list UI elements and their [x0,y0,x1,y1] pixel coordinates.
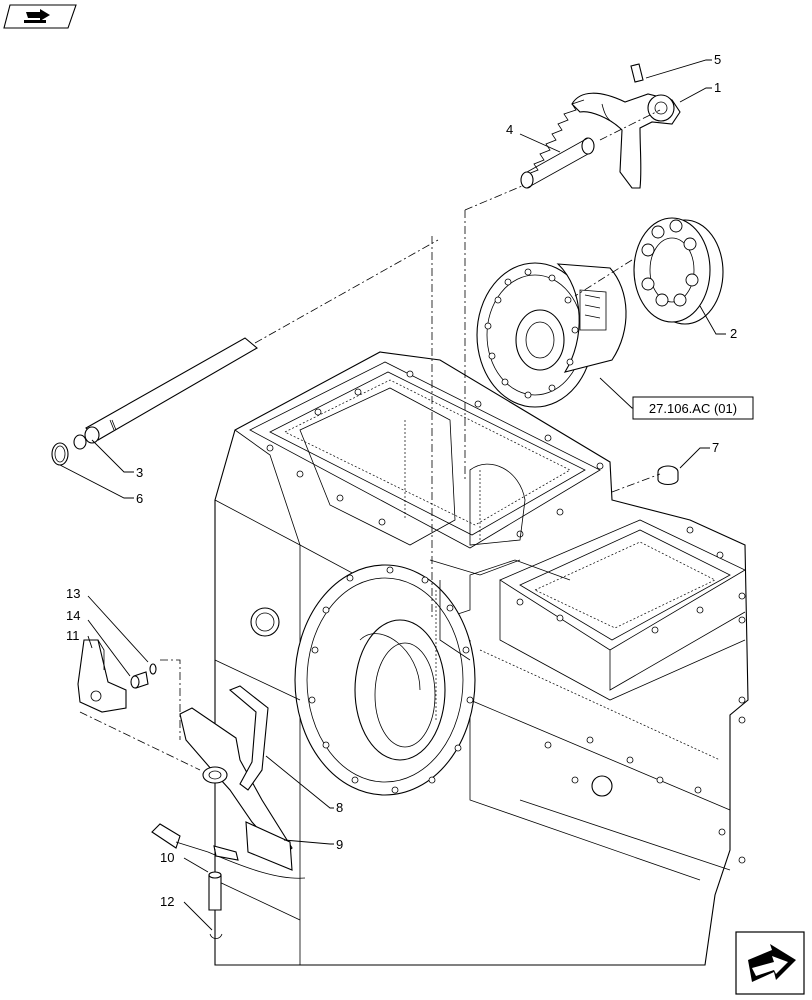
callout-5: 5 [714,52,721,67]
o-ring [51,442,69,466]
control-cable [151,823,306,879]
pin [208,871,222,911]
lever [179,707,293,871]
clip [209,933,223,939]
callout-14: 14 [66,608,80,623]
callout-6: 6 [136,491,143,506]
assembly-lines [79,109,661,930]
differential-unit [476,262,627,408]
callout-4: 4 [506,122,513,137]
callout-7: 7 [712,440,719,455]
roll-pin [630,63,644,83]
washer [149,663,157,675]
shift-rod [73,337,258,450]
callout-labels: 5 1 4 2 7 3 6 13 14 11 8 9 10 12 [66,52,737,909]
next-page-arrow-icon[interactable] [735,931,805,995]
callout-8: 8 [336,800,343,815]
callout-9: 9 [336,837,343,852]
book-arrow-icon[interactable] [3,4,77,29]
lever-bracket [77,639,127,713]
reference-label: 27.106.AC (01) [649,401,737,416]
detent-spring [520,99,595,189]
callout-1: 1 [714,80,721,95]
callout-10: 10 [160,850,174,865]
plug [657,465,679,486]
callout-2: 2 [730,326,737,341]
callout-11: 11 [66,628,80,643]
shift-fork [571,92,681,189]
diff-lock-coupling [633,217,724,325]
cable-bracket [228,685,269,791]
callout-3: 3 [136,465,143,480]
screw [130,671,149,689]
transmission-housing [214,351,749,966]
callout-13: 13 [66,586,80,601]
callout-12: 12 [160,894,174,909]
reference-box[interactable]: 27.106.AC (01) [632,396,754,420]
leader-lines [59,59,726,931]
